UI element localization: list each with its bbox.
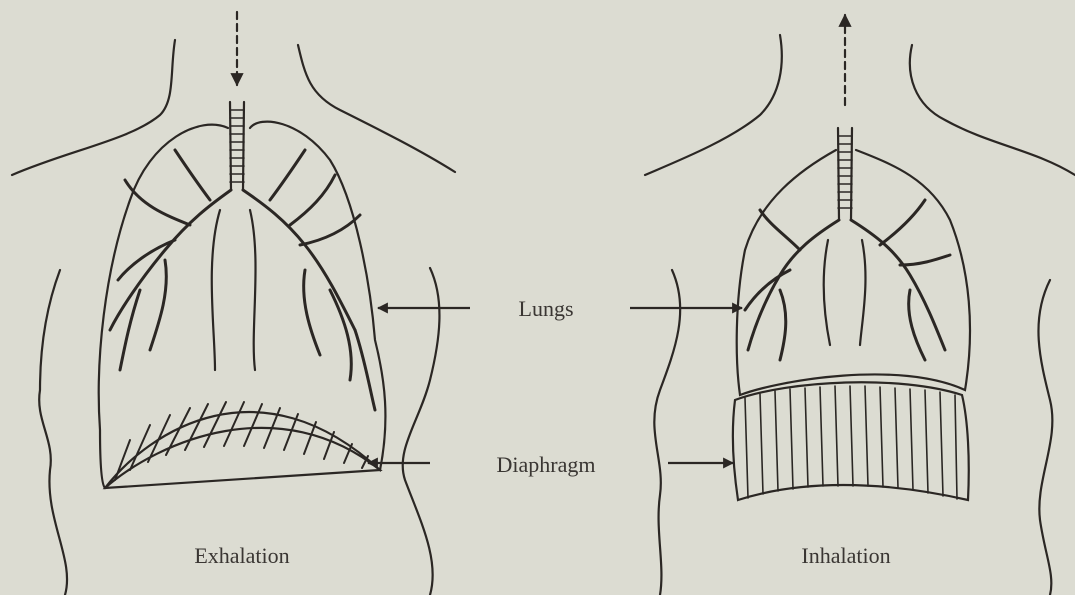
body-outline-left bbox=[12, 40, 455, 595]
diaphragm-label: Diaphragm bbox=[497, 452, 596, 478]
bronchi-right bbox=[745, 200, 950, 360]
lungs-right bbox=[737, 150, 970, 395]
bronchi-left bbox=[110, 150, 375, 410]
inhalation-caption: Inhalation bbox=[801, 543, 890, 569]
trachea-right bbox=[838, 128, 852, 220]
lungs-label: Lungs bbox=[519, 296, 574, 322]
pointer-arrows bbox=[368, 308, 742, 463]
exhalation-figure bbox=[12, 12, 455, 595]
diaphragm-right bbox=[733, 382, 969, 500]
trachea-left bbox=[230, 102, 244, 190]
inhalation-figure bbox=[645, 15, 1075, 595]
exhalation-caption: Exhalation bbox=[194, 543, 289, 569]
body-outline-right bbox=[645, 35, 1075, 595]
